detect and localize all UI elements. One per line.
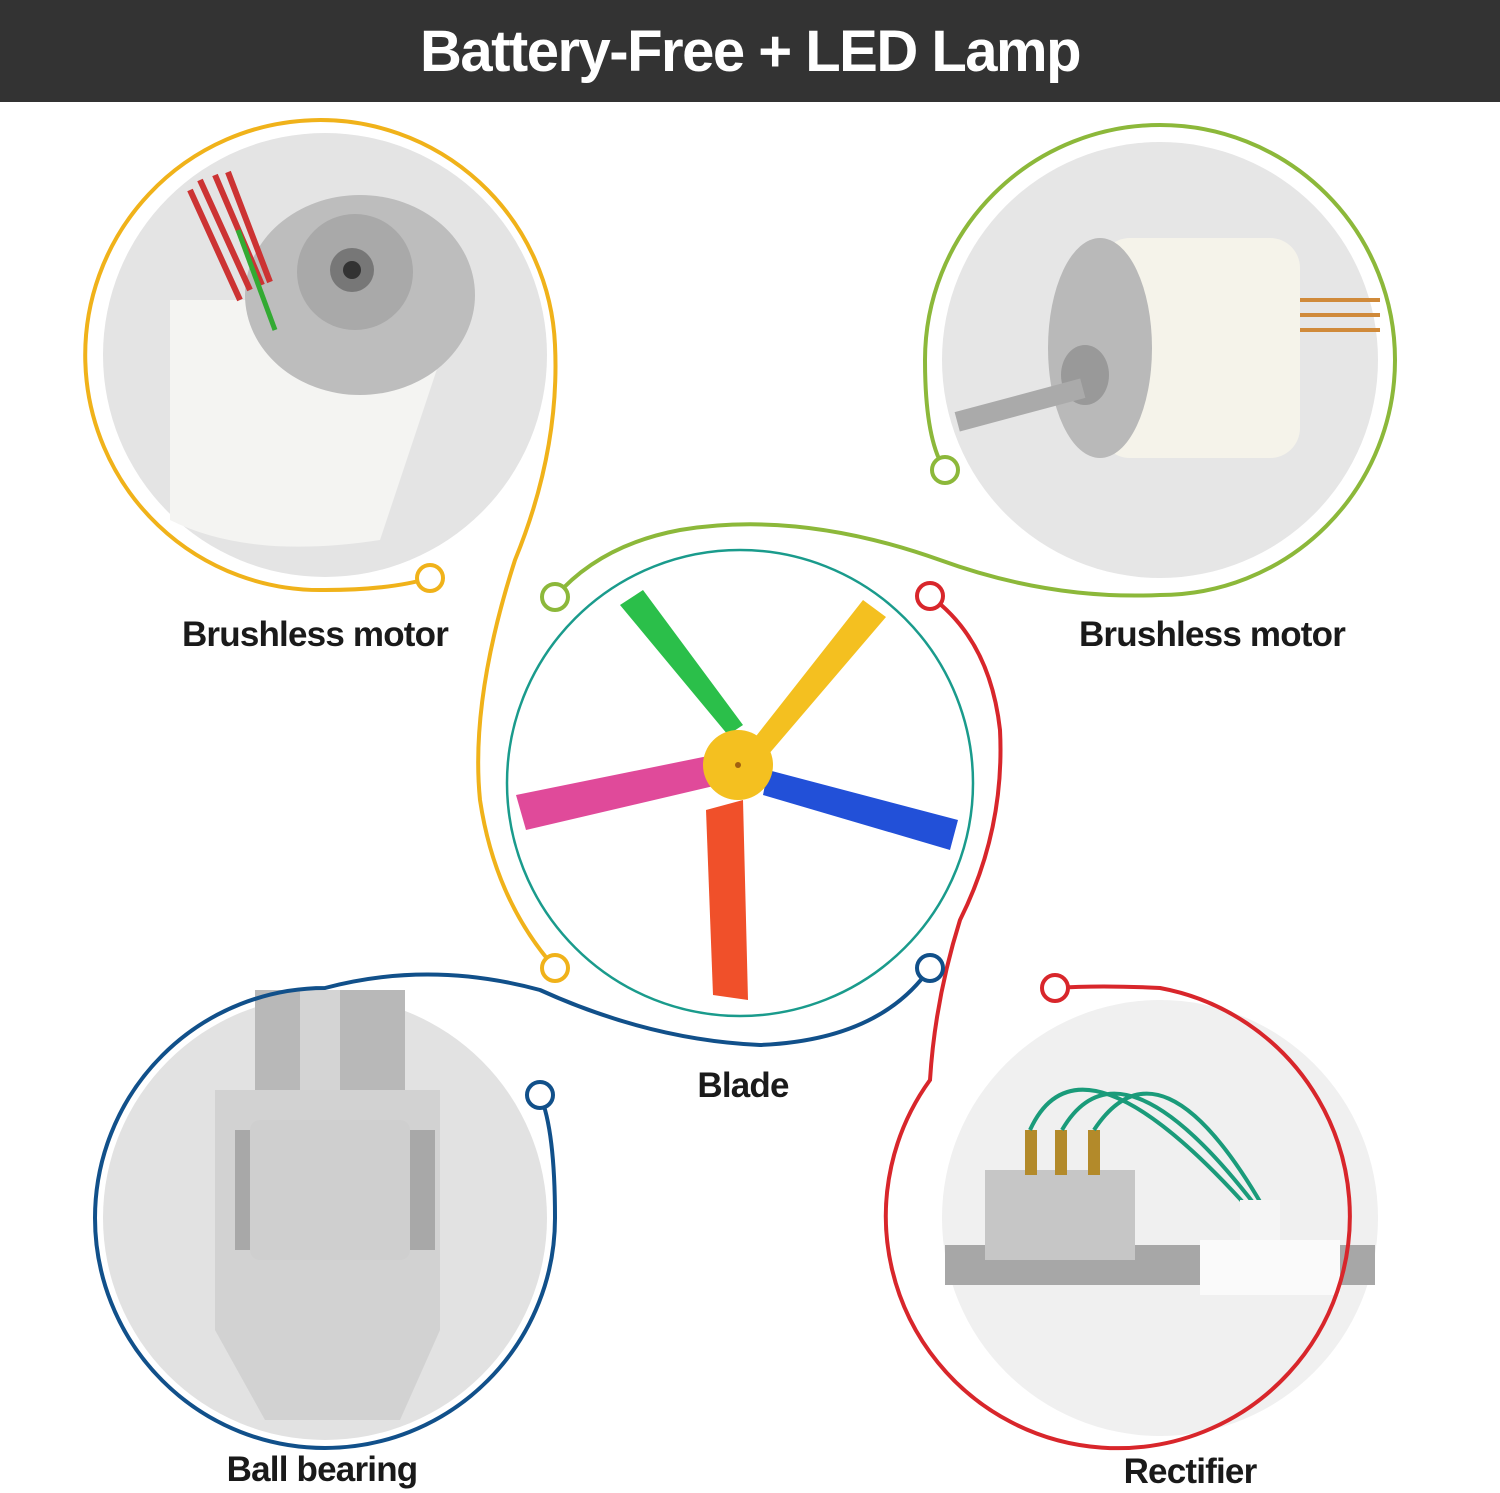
orange-dot (540, 953, 570, 983)
orange-dot (415, 563, 445, 593)
blade-rotor (516, 590, 958, 1000)
blue-connector-line (93, 966, 932, 1450)
green-connector-line (553, 123, 1397, 599)
blade-ring (505, 548, 975, 1018)
photo-rectifier (942, 1000, 1378, 1436)
label-ball-bearing: Ball bearing (226, 1450, 419, 1489)
label-rectifier: Rectifier (1123, 1452, 1258, 1491)
label-blade: Blade (697, 1066, 789, 1105)
rectifier-photo (945, 1087, 1375, 1295)
blade-pink (516, 755, 718, 830)
label-brushless-motor-left: Brushless motor (181, 615, 449, 654)
red-dot (915, 581, 945, 611)
page-title: Battery-Free + LED Lamp (419, 18, 1082, 84)
blade-orange (706, 800, 748, 1000)
green-dot (540, 582, 570, 612)
red-connector-line (883, 594, 1352, 1451)
blue-dot (915, 953, 945, 983)
brushless-motor-side-view (954, 238, 1380, 458)
red-dot (1040, 973, 1070, 1003)
title-bar: Battery-Free + LED Lamp (0, 0, 1500, 102)
ball-bearing-photo (215, 990, 440, 1420)
brushless-motor-top-view (170, 170, 475, 547)
blue-dot (525, 1080, 555, 1110)
blade-green (620, 590, 743, 735)
blade-blue (763, 770, 958, 850)
label-brushless-motor-right: Brushless motor (1078, 615, 1346, 654)
green-dot (930, 455, 960, 485)
blade-yellow (753, 600, 886, 755)
orange-connector-line (83, 118, 558, 970)
